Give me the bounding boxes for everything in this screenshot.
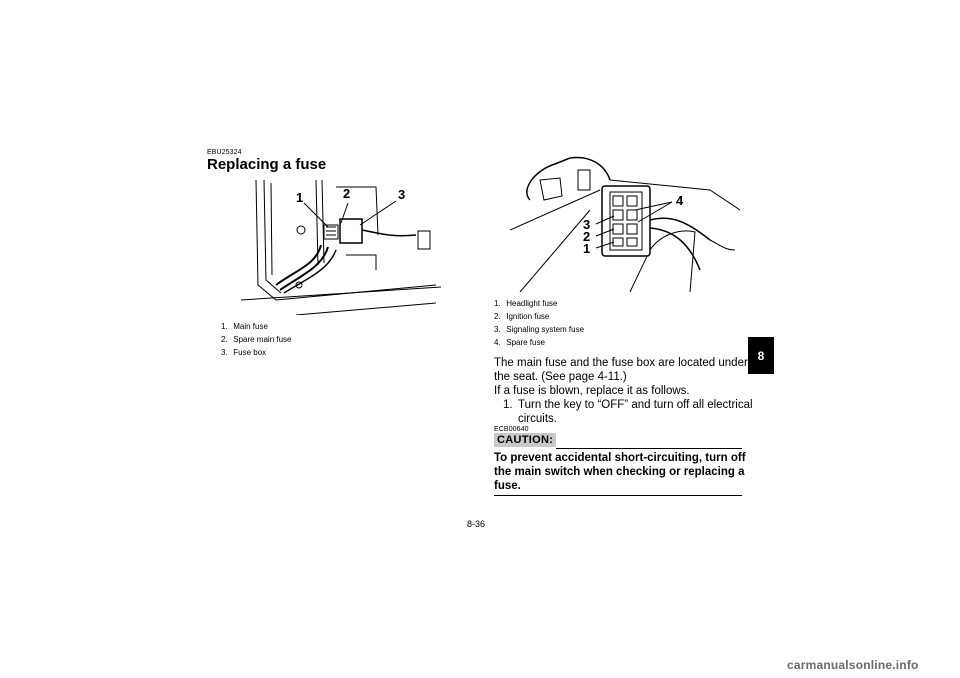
- legend-item: 2. Spare main fuse: [221, 335, 292, 344]
- caution-bottom-rule: [494, 495, 742, 496]
- caution-label: CAUTION:: [494, 433, 557, 447]
- caution-code: ECB00640: [494, 426, 529, 433]
- callout-spare-fuse: 4: [676, 193, 684, 208]
- callout-ignition-fuse: 2: [583, 229, 591, 244]
- right-figure-legend: 1. Headlight fuse 2. Ignition fuse 3. Si…: [494, 297, 584, 349]
- body-paragraph-2: If a fuse is blown, replace it as follow…: [494, 385, 690, 397]
- section-code: EBU25324: [207, 149, 242, 156]
- caution-top-rule: [556, 448, 742, 449]
- caution-text: To prevent accidental short-circuiting, …: [494, 452, 746, 492]
- legend-item: 3. Fuse box: [221, 348, 267, 357]
- callout-signaling-fuse: 3: [583, 217, 591, 232]
- body-paragraph-1: The main fuse and the fuse box are locat…: [494, 357, 748, 383]
- legend-item: 1. Main fuse: [221, 322, 268, 331]
- step-1-text: Turn the key to “OFF” and turn off all e…: [518, 399, 753, 425]
- footer-watermark[interactable]: carmanualsonline.info: [787, 658, 919, 672]
- legend-item: 3. Signaling system fuse: [494, 325, 585, 334]
- callout-headlight-fuse: 1: [583, 241, 591, 256]
- main-fuse-drawing: [240, 179, 442, 316]
- page-number: 8-36: [467, 519, 486, 529]
- fuse-box-illustration: [509, 150, 741, 293]
- callout-fuse-box: 3: [398, 187, 406, 202]
- legend-item: 1. Headlight fuse: [494, 299, 558, 308]
- chapter-tab: 8: [748, 337, 774, 374]
- left-figure-legend: 1. Main fuse 2. Spare main fuse 3. Fuse …: [221, 320, 292, 359]
- callout-spare-main-fuse: 2: [343, 186, 351, 201]
- fuse-box-drawing: [509, 156, 741, 293]
- callout-main-fuse: 1: [296, 190, 304, 205]
- legend-item: 4. Spare fuse: [494, 338, 545, 347]
- section-title: Replacing a fuse: [207, 156, 327, 173]
- legend-item: 2. Ignition fuse: [494, 312, 550, 321]
- step-1-number: 1.: [503, 399, 513, 411]
- main-fuse-illustration: [236, 175, 446, 316]
